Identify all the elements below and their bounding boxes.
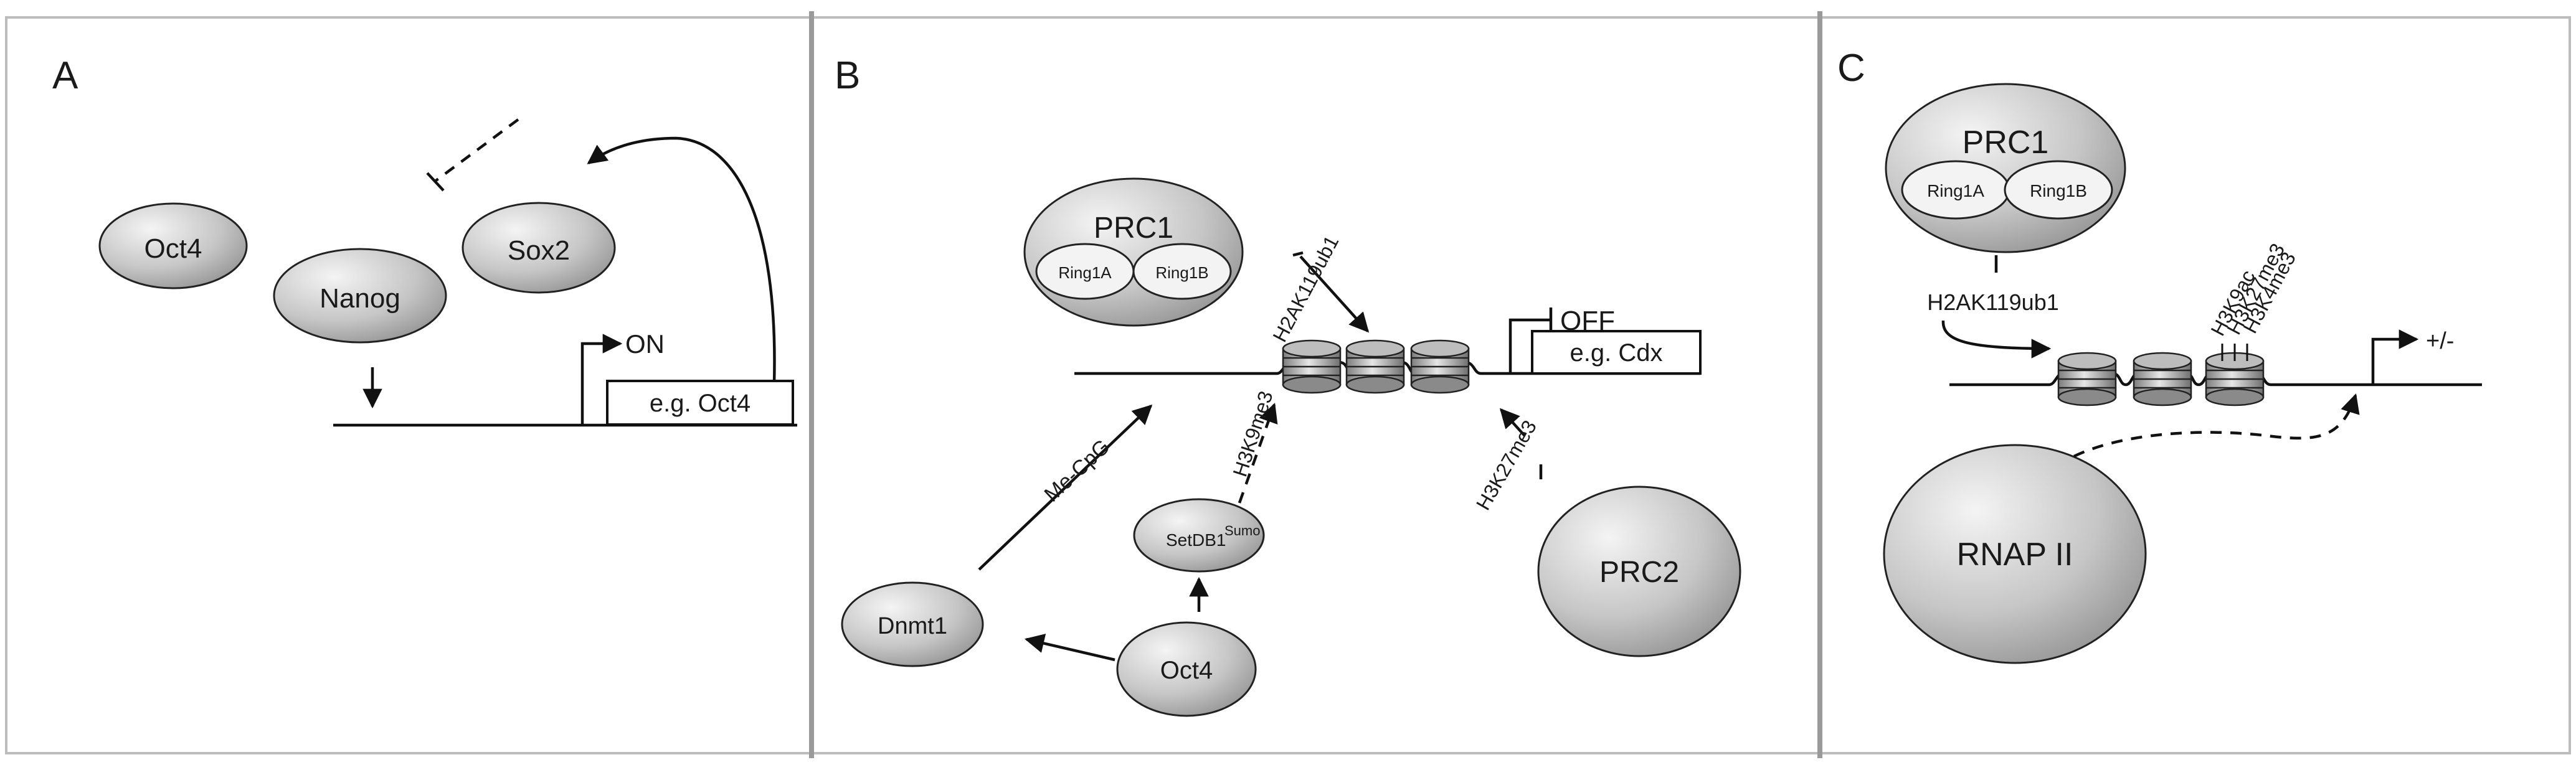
ring1b-label-c: Ring1B (2030, 181, 2087, 200)
prc2-label: PRC2 (1599, 556, 1679, 589)
on-label: ON (625, 329, 665, 359)
ring1a-label-c: Ring1A (1927, 181, 1984, 200)
h3k9me3-label: H3K9me3 (1228, 388, 1277, 479)
panel-c: C PRC1 Ring1A Ring1B H2AK119ub1 (1837, 47, 2482, 664)
dnmt1-protein (841, 581, 984, 667)
ub-tick-b (1292, 251, 1304, 257)
nucleosome-b1 (1282, 339, 1342, 394)
panel-a: A Oct4 Sox2 Nanog ON e.g. Oct4 (52, 54, 797, 427)
setdb1-label: SetDB1 (1166, 530, 1226, 550)
panel-a-letter: A (52, 54, 78, 97)
gene-label-a: e.g. Oct4 (650, 390, 751, 417)
prc1-label-b: PRC1 (1094, 212, 1173, 245)
oct4-protein (98, 202, 248, 289)
promoter-off-line (1508, 318, 1551, 373)
prc1-label-c: PRC1 (1963, 124, 2049, 161)
ring1b-subunit-b (1132, 243, 1232, 300)
nucleosome-b3 (1410, 339, 1470, 394)
ring1a-label-b: Ring1A (1058, 263, 1112, 282)
h3k9me3-arrow (1238, 403, 1278, 504)
plus-minus-label: +/- (2426, 328, 2454, 354)
gene-label-b: e.g. Cdx (1570, 339, 1663, 367)
sumo-label: Sumo (1224, 523, 1260, 538)
promoter-arrow-c (2371, 329, 2419, 385)
oct4-to-dnmt1-arrow (1024, 634, 1115, 662)
ring1b-subunit-c (2004, 160, 2113, 220)
dna-line-c (1949, 372, 2482, 387)
nanog-protein (273, 248, 447, 344)
oct4-label: Oct4 (144, 233, 202, 264)
setdb1-protein (1133, 498, 1265, 573)
promoter-on-arrow (580, 334, 623, 425)
oct4-label-b: Oct4 (1160, 657, 1213, 684)
nucleosome-b2 (1345, 339, 1405, 394)
gene-box-b (1531, 330, 1702, 375)
gene-box-a (606, 380, 794, 426)
nucleosome-c1 (2057, 352, 2117, 406)
h3k27me3-label: H3K27me3 (1472, 416, 1541, 514)
h2ak119ub1-label-b: H2AK119ub1 (1268, 232, 1343, 345)
inhibition-bar (426, 172, 445, 192)
h2ak119ub1-arrow-b (1299, 255, 1370, 333)
rnap-label: RNAP II (1957, 537, 2073, 573)
figure-border (5, 16, 2571, 754)
panel-b-letter: B (835, 54, 860, 97)
nucleosome-c2 (2133, 352, 2192, 406)
nanog-label: Nanog (320, 283, 400, 314)
dnmt1-label: Dnmt1 (878, 613, 947, 639)
me-cpg-label: Me-CpG (1040, 434, 1115, 506)
dashed-inhibition-line (435, 118, 519, 182)
ring1b-label-b: Ring1B (1155, 263, 1208, 282)
me-cpg-arrow (978, 404, 1153, 571)
sox2-protein (462, 202, 616, 294)
sox2-label: Sox2 (508, 235, 570, 266)
rnap-ii (1883, 444, 2147, 664)
panel-c-letter: C (1837, 47, 1865, 90)
h3k27me3-arrow (1499, 408, 1526, 437)
nucleosome-c3 (2205, 352, 2265, 406)
rnap-recruitment-arrow (2073, 393, 2360, 458)
prc2-complex (1537, 486, 1741, 657)
oct4-protein-b (1116, 621, 1257, 717)
feedback-arrow (587, 136, 776, 384)
panel-b: B PRC1 Ring1A Ring1B H2AK119ub1 (835, 54, 1741, 717)
h2ak119ub1-label-c: H2AK119ub1 (1927, 289, 2059, 315)
h2ak119ub1-arrow-c (1941, 320, 2052, 359)
